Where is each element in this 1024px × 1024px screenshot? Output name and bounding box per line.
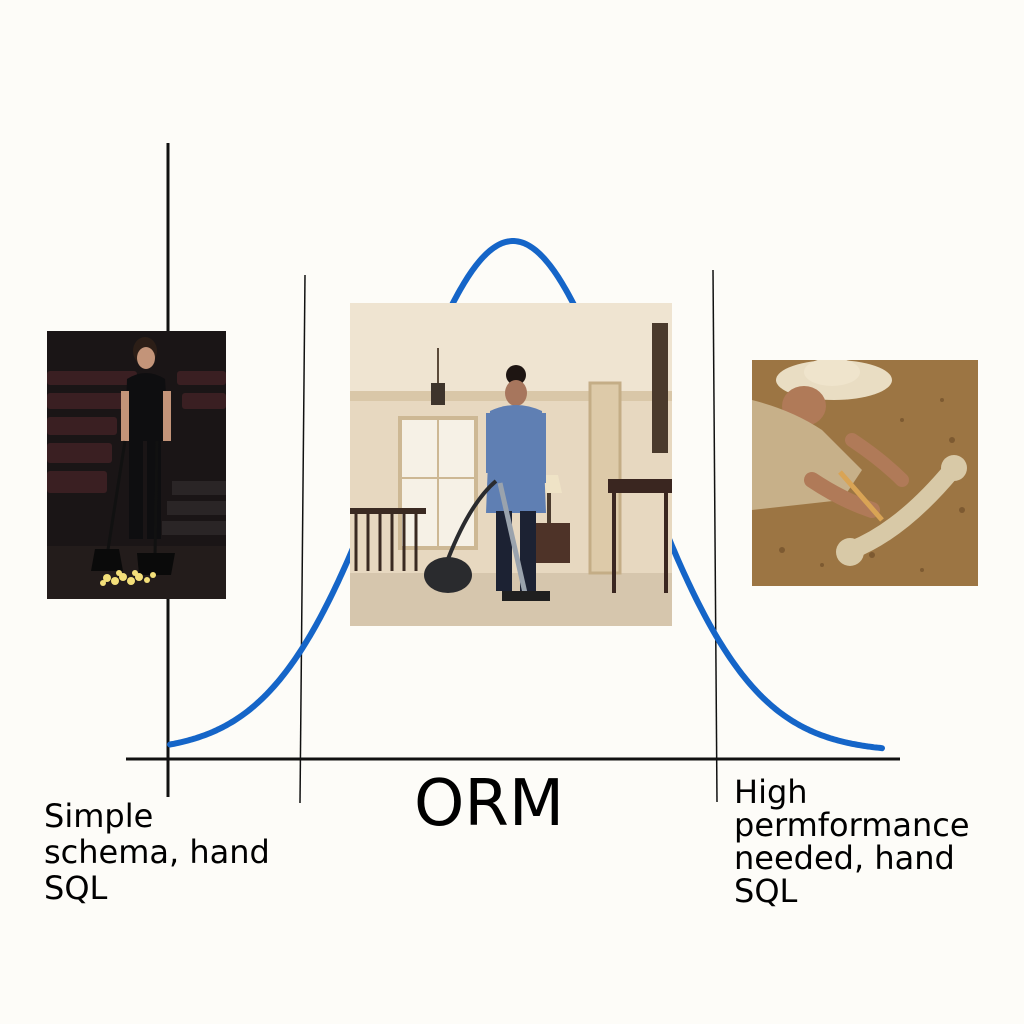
photo-housekeeper-vacuuming [350, 303, 672, 626]
bell-curve [167, 238, 885, 752]
photo-sweeping-popcorn [47, 331, 226, 599]
label-simple-schema: Simple schema, hand SQL [44, 797, 270, 907]
label-high-performance: High permformance needed, hand SQL [734, 773, 970, 910]
label-orm: ORM [414, 767, 565, 841]
divider-right [712, 269, 718, 803]
photo-archaeologist-brushing [752, 360, 978, 586]
divider-left [299, 274, 306, 804]
